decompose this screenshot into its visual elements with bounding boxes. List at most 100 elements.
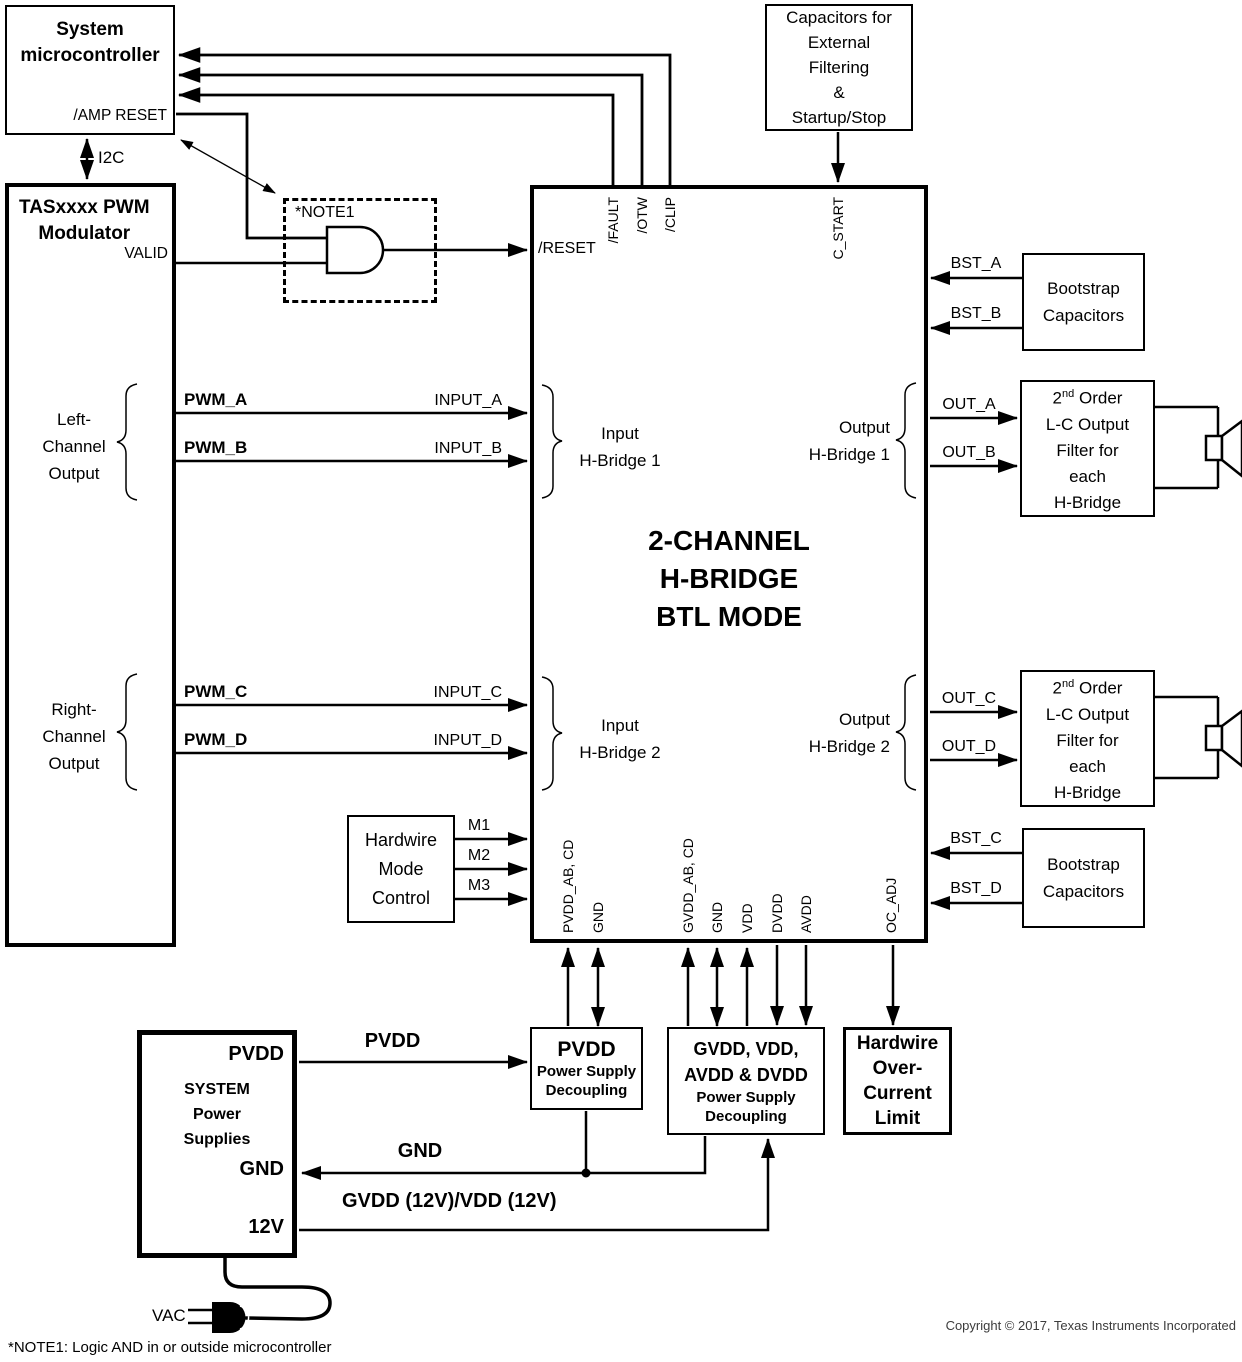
oc-adj-pin-label: OC_ADJ (883, 877, 899, 933)
hardwire-mode-control-box: Hardwire Mode Control (347, 815, 455, 923)
microcontroller-title-line1: System (56, 19, 124, 40)
input-hbridge1-label: Input H-Bridge 1 (555, 420, 685, 474)
microcontroller-title: System microcontroller (7, 17, 173, 69)
main-hbridge-box: /RESET /FAULT /OTW /CLIP C_START 2-CHANN… (530, 185, 928, 943)
pwm-d-label: PWM_D (184, 730, 248, 749)
pvdd-decoupling-box: PVDD Power Supply Decoupling (530, 1027, 643, 1110)
left-channel-label: Left- Channel Output (18, 406, 130, 487)
i2c-label: I2C (98, 148, 125, 167)
microcontroller-title-line2: microcontroller (20, 45, 160, 66)
sys-12v-label: 12V (248, 1216, 284, 1238)
pvdd-dec-line1: Power Supply (536, 1062, 637, 1080)
input-c-label: INPUT_C (433, 684, 502, 701)
sys-pvdd-label: PVDD (228, 1043, 284, 1065)
plug-highlight (239, 1305, 250, 1330)
output-hbridge1-label: Output H-Bridge 1 (760, 414, 890, 468)
oc-limit-line1: Hardwire (856, 1033, 939, 1054)
vdd-pin-label: VDD (739, 903, 755, 933)
pwm-a-label: PWM_A (184, 390, 248, 409)
external-caps-box: Capacitors for External Filtering & Star… (765, 4, 913, 131)
plug-prongs (188, 1308, 213, 1325)
gvdd-dec-line2: AVDD & DVDD (684, 1065, 808, 1085)
filter2-order-sup: nd (1062, 678, 1075, 691)
bst-a-label: BST_A (950, 255, 1002, 272)
m2-label: M2 (467, 847, 491, 864)
clip-pin-label: /CLIP (662, 197, 678, 233)
filter2-order-num: 2 (1052, 678, 1062, 698)
ext-caps-line5: Startup/Stop (791, 108, 887, 127)
filter1-order-num: 2 (1052, 388, 1062, 408)
system-power-supplies-box: PVDD SYSTEM Power Supplies GND 12V (137, 1030, 297, 1258)
filter1-order-sup: nd (1062, 388, 1075, 401)
footnote: *NOTE1: Logic AND in or outside microcon… (8, 1339, 332, 1356)
sys-title-line2: Power (192, 1106, 241, 1123)
pvdd-dec-line2: Decoupling (545, 1081, 628, 1099)
gvdd-ab-cd-pin-label: GVDD_AB, CD (680, 838, 696, 933)
out-b-label: OUT_B (942, 444, 996, 461)
pwm-modulator-box: TASxxxx PWM Modulator VALID (5, 183, 176, 947)
left-channel-line1: Left- (56, 410, 92, 429)
output-hbridge1-line2: H-Bridge 1 (808, 445, 890, 464)
gvdd-12v-rail-label: GVDD (12V)/VDD (12V) (342, 1190, 557, 1212)
output-hbridge2-brace (895, 674, 917, 791)
gvdd-12v-rail-wire (299, 1137, 776, 1232)
c-start-pin-label: C_START (830, 197, 846, 260)
overcurrent-limit-box: Hardwire Over- Current Limit (843, 1027, 952, 1135)
otw-wire (177, 67, 644, 187)
power-cord (223, 1256, 332, 1321)
bootstrap-capacitors-box-1: Bootstrap Capacitors (1022, 253, 1145, 351)
sys-title: SYSTEM Power Supplies (142, 1077, 292, 1152)
pvdd-dec-title: PVDD (557, 1037, 616, 1061)
and-gate-icon (325, 225, 385, 275)
gnd-rail-label: GND (397, 1140, 443, 1162)
copyright: Copyright © 2017, Texas Instruments Inco… (945, 1318, 1236, 1333)
clip-wire (177, 47, 672, 187)
speaker-icon-2 (1155, 695, 1242, 780)
modulator-title: TASxxxx PWM Modulator (19, 195, 150, 247)
filter1-line3: Filter for (1056, 440, 1119, 460)
left-channel-line3: Output (48, 464, 100, 483)
filter1-line2: L-C Output (1045, 414, 1130, 434)
mode-ctrl-line2: Mode (378, 858, 424, 879)
right-channel-line1: Right- (51, 700, 97, 719)
bst-d-label: BST_D (950, 880, 1002, 897)
note1-dashed-box (283, 198, 437, 303)
output-hbridge2-label: Output H-Bridge 2 (760, 706, 890, 760)
input-b-label: INPUT_B (434, 440, 502, 457)
otw-pin-label: /OTW (634, 197, 650, 234)
main-title: 2-CHANNEL H-BRIDGE BTL MODE (534, 522, 924, 636)
input-hbridge1-brace (541, 384, 563, 499)
vac-label: VAC (152, 1306, 186, 1325)
mode-ctrl-line3: Control (371, 887, 431, 908)
left-channel-brace (116, 383, 138, 501)
gvdd-dec-line4: Decoupling (705, 1108, 787, 1125)
system-microcontroller-box: System microcontroller /AMP RESET (5, 5, 175, 135)
pvdd-rail-label: PVDD (364, 1030, 421, 1052)
input-a-label: INPUT_A (434, 392, 502, 409)
m3-label: M3 (467, 877, 491, 894)
oc-limit-line4: Limit (874, 1108, 921, 1129)
reset-pin-label: /RESET (538, 240, 596, 257)
output-hbridge1-brace (895, 382, 917, 499)
out-c-label: OUT_C (941, 690, 997, 707)
output-hbridge2-line1: Output (838, 710, 890, 729)
bootstrap1-line1: Bootstrap (1047, 279, 1120, 298)
ext-caps-line4: & (833, 83, 845, 102)
sys-title-line1: SYSTEM (184, 1081, 250, 1098)
m1-label: M1 (467, 817, 491, 834)
input-hbridge2-label: Input H-Bridge 2 (555, 712, 685, 766)
gvdd-dec-line3: Power Supply (696, 1089, 796, 1106)
sys-gnd-label: GND (239, 1158, 284, 1180)
gvdd-dec-line1: GVDD, VDD, (693, 1039, 799, 1059)
output-hbridge2-line2: H-Bridge 2 (808, 737, 890, 756)
main-title-line3: BTL MODE (656, 601, 802, 632)
pvdd-ab-cd-pin-label: PVDD_AB, CD (560, 839, 576, 933)
input-hbridge2-line2: H-Bridge 2 (579, 743, 661, 762)
filter2-line1: 2nd Order (1053, 671, 1123, 702)
plug-body (212, 1302, 246, 1333)
output-filter-box-2: 2nd Order L-C Output Filter for each H-B… (1020, 670, 1155, 807)
filter2-order-word: Order (1078, 678, 1123, 698)
input-hbridge1-line2: H-Bridge 1 (579, 451, 661, 470)
out-d-label: OUT_D (941, 738, 997, 755)
filter2-line4: each (1069, 756, 1106, 776)
